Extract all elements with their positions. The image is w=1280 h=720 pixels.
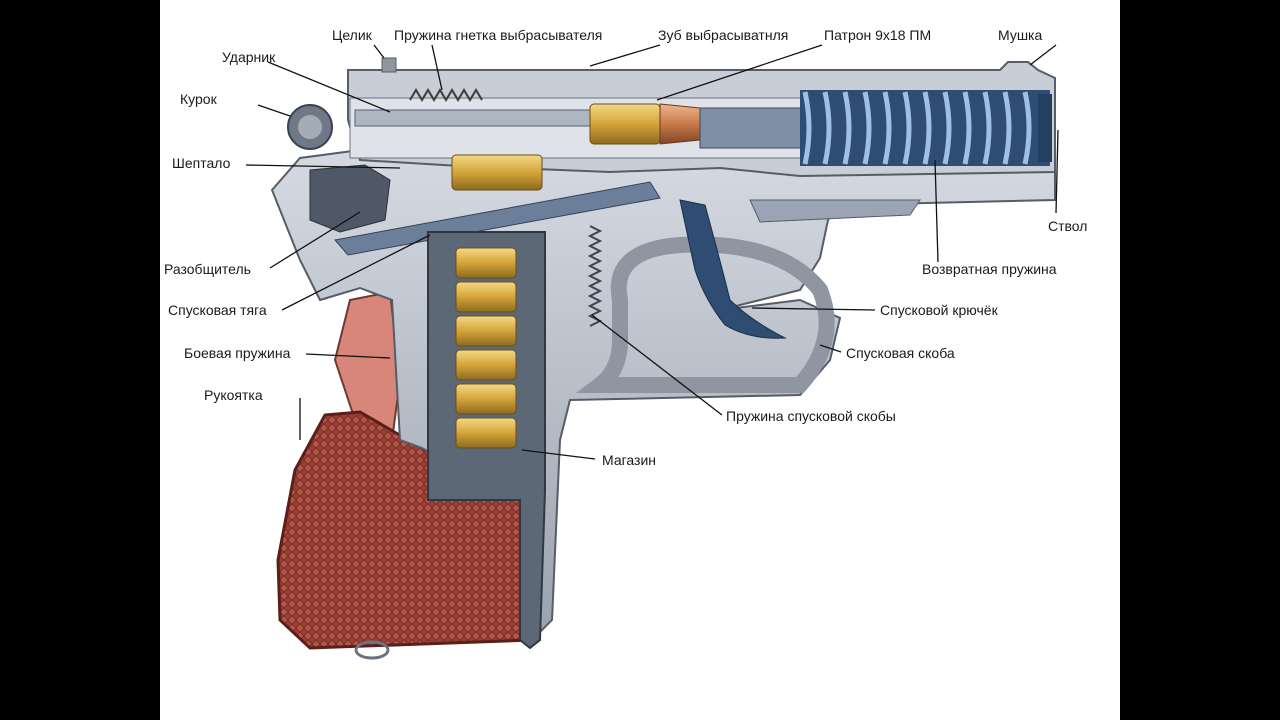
lanyard-loop: [354, 640, 390, 660]
label-magazin: Магазин: [602, 452, 657, 468]
label-boevaya-pruzhina: Боевая пружина: [184, 345, 291, 361]
sear-assembly: [309, 164, 391, 233]
firing-pin: [354, 109, 596, 127]
label-razobshchitel: Разобщитель: [164, 261, 251, 277]
trigger-guard-spring: [587, 225, 603, 327]
trigger-guard: [576, 236, 835, 393]
label-mushka: Мушка: [998, 27, 1043, 43]
label-stvol: Ствол: [1048, 218, 1088, 234]
trigger: [679, 199, 787, 339]
label-vozvratnaya-pruzhina: Возвратная пружина: [922, 261, 1057, 277]
label-patron: Патрон 9х18 ПМ: [824, 27, 932, 43]
label-zub-vybrasyvatelya: Зуб выбрасыватнля: [658, 27, 789, 43]
label-pruzhina-gnetka: Пружина гнетка выбрасывателя: [394, 27, 603, 43]
pistol-cutaway-illustration: [245, 44, 1059, 660]
extractor-spring: [409, 88, 483, 102]
recoil-spring: [800, 90, 1052, 166]
chambered-case: [589, 103, 661, 145]
trigger-bar: [334, 181, 661, 256]
label-pruzhina-spuskovoy-skoby: Пружина спусковой скобы: [726, 408, 896, 424]
label-spuskovoy-kryuchok: Спусковой крючёк: [880, 302, 998, 318]
label-sheptalo: Шептало: [172, 155, 231, 171]
label-rukoyatka: Рукоятка: [204, 387, 263, 403]
label-spuskovaya-tyaga: Спусковая тяга: [168, 302, 267, 318]
label-tselik: Целик: [332, 27, 372, 43]
label-udarnik: Ударник: [222, 49, 276, 65]
rear-sight: [381, 57, 397, 73]
label-spuskovaya-skoba: Спусковая скоба: [846, 345, 955, 361]
slide-stop: [749, 199, 921, 223]
label-kurok: Курок: [180, 91, 217, 107]
leader-lines: [245, 44, 1059, 460]
diagram-canvas: Целик Пружина гнетка выбрасывателя Зуб в…: [160, 0, 1120, 720]
magazine: [427, 154, 546, 650]
